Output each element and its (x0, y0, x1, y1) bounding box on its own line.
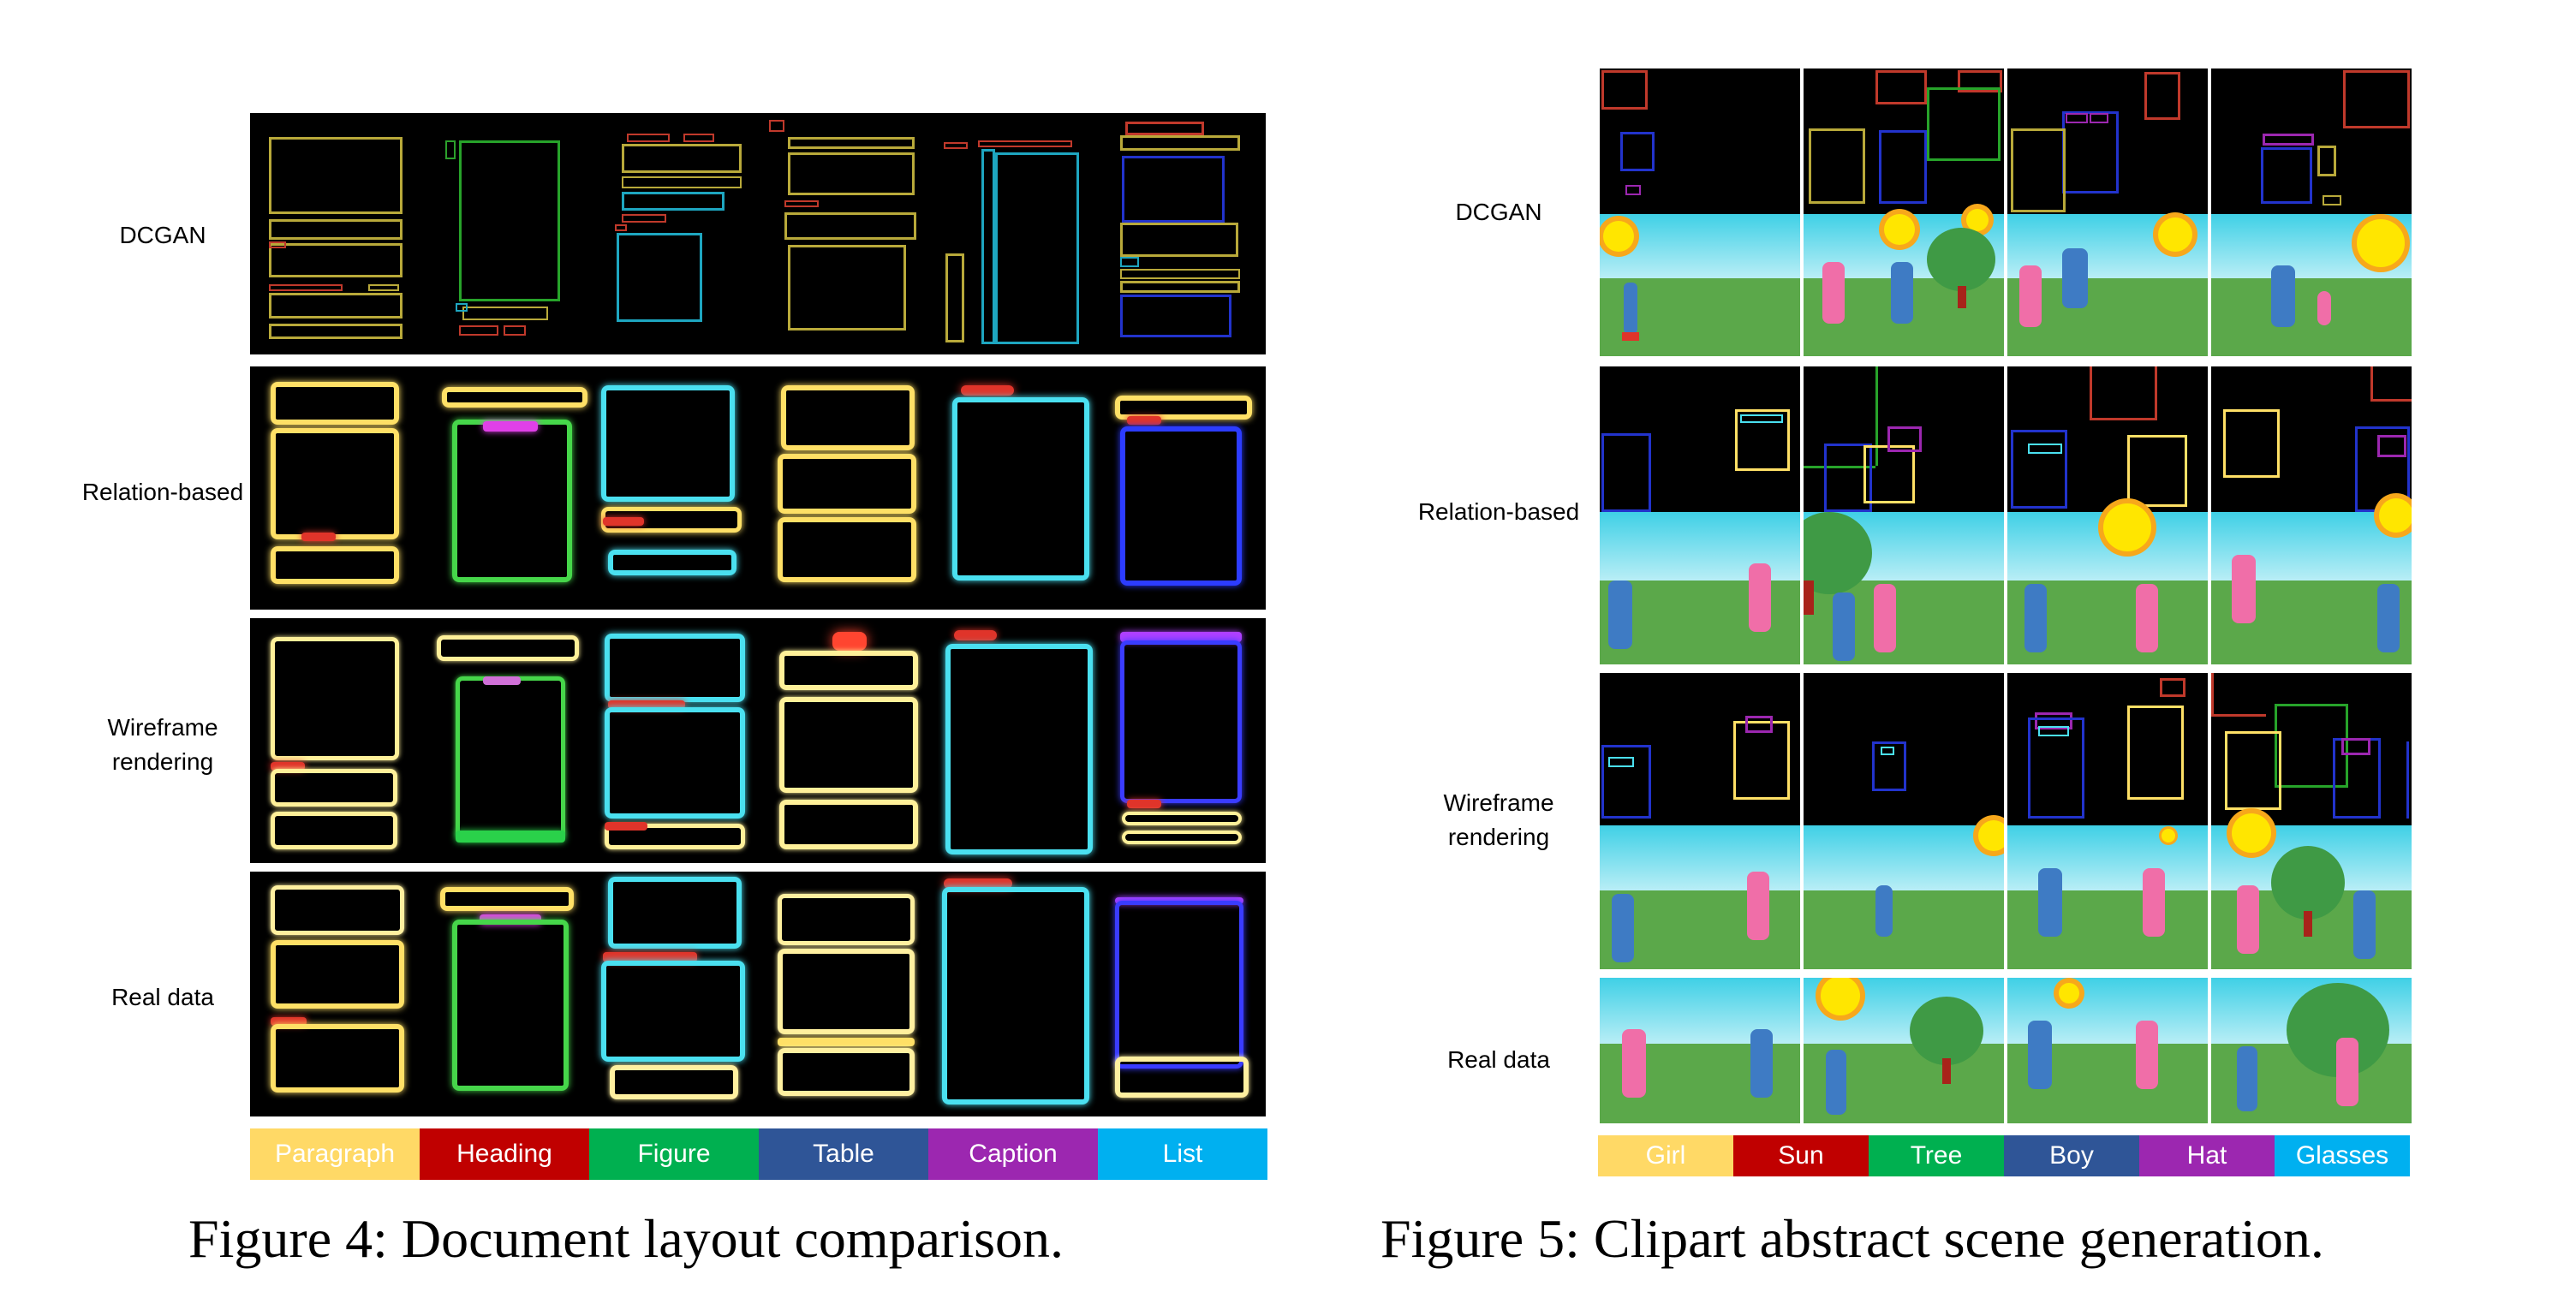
fig4-legend-table: Table (759, 1128, 928, 1180)
fig5-legend-hat: Hat (2139, 1135, 2275, 1176)
fig4-caption: Figure 4: Document layout comparison. (188, 1208, 1064, 1269)
fig4-relation-panel (250, 366, 1266, 610)
fig5-caption: Figure 5: Clipart abstract scene generat… (1380, 1208, 2324, 1269)
fig5-legend-boy: Boy (2004, 1135, 2139, 1176)
fig4-legend-caption: Caption (928, 1128, 1098, 1180)
fig4-real-panel (250, 872, 1266, 1116)
fig4-legend-list: List (1098, 1128, 1267, 1180)
fig5-row-label-relation: Relation-based (1417, 498, 1580, 525)
fig4-row-label-wireframe: Wireframe rendering (107, 714, 218, 775)
fig4-legend-paragraph: Paragraph (250, 1128, 420, 1180)
fig4-dcgan-panel (250, 113, 1266, 354)
fig5-legend-glasses: Glasses (2275, 1135, 2410, 1176)
fig4-row-label-dcgan: DCGAN (119, 222, 206, 248)
fig5-legend: Girl Sun Tree Boy Hat Glasses (1598, 1135, 2412, 1176)
fig4-legend-heading: Heading (420, 1128, 589, 1180)
fig5-legend-sun: Sun (1733, 1135, 1869, 1176)
fig5-row-label-dcgan: DCGAN (1455, 199, 1542, 225)
fig4-row-label-relation: Relation-based (81, 479, 244, 505)
fig4-wireframe-panel (250, 618, 1266, 863)
fig4-legend-figure: Figure (589, 1128, 759, 1180)
fig4-row-label-real: Real data (111, 984, 214, 1010)
fig5-legend-tree: Tree (1869, 1135, 2004, 1176)
fig5-row-label-real: Real data (1447, 1046, 1550, 1073)
fig5-legend-girl: Girl (1598, 1135, 1733, 1176)
fig5-row-label-wireframe: Wireframe rendering (1443, 789, 1554, 850)
fig4-legend: Paragraph Heading Figure Table Caption L… (250, 1128, 1267, 1180)
